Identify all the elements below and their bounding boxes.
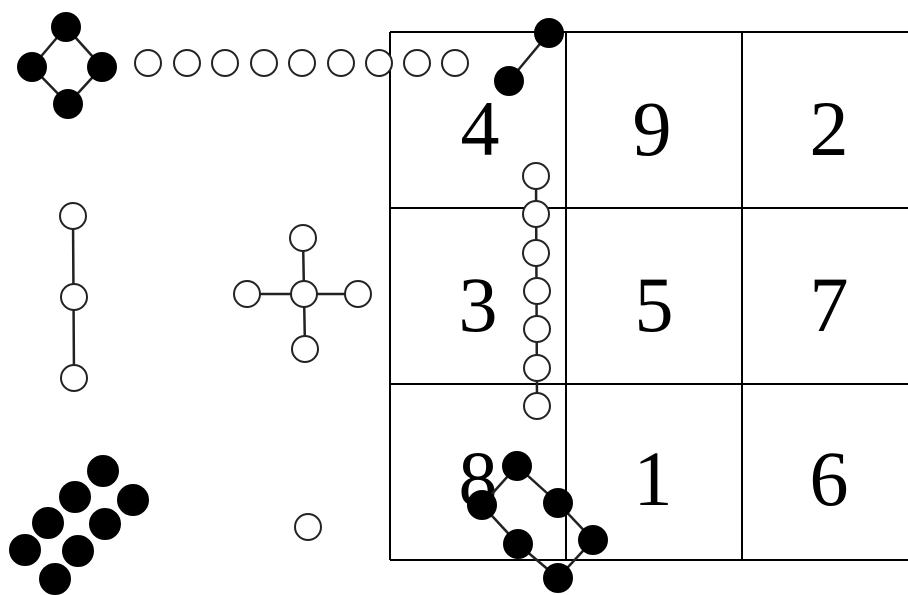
filled-dot (468, 491, 496, 519)
filled-dot (504, 530, 532, 558)
filled-dot (52, 13, 80, 41)
filled-dot (88, 456, 118, 486)
open-dot (251, 50, 277, 76)
open-dot (290, 225, 316, 251)
open-dot (135, 50, 161, 76)
cell-r1-c3: 2 (810, 85, 849, 172)
dot-group-open-vertical-3 (60, 203, 87, 391)
filled-dot (90, 509, 120, 539)
filled-dot (33, 508, 63, 538)
filled-dot (503, 452, 531, 480)
cell-r1-c2: 9 (633, 85, 672, 172)
filled-dot (18, 53, 46, 81)
dot-group-filled-diamond-4 (18, 13, 116, 118)
open-dot (523, 201, 549, 227)
open-dot (328, 50, 354, 76)
open-dot (234, 281, 260, 307)
filled-dot (88, 53, 116, 81)
open-dot (523, 240, 549, 266)
cell-r3-c2: 1 (634, 435, 673, 522)
filled-dot (535, 19, 563, 47)
filled-dot (118, 485, 148, 515)
filled-dot (544, 489, 572, 517)
dot-group-filled-pair-2 (495, 19, 563, 95)
filled-dot (544, 564, 572, 592)
dot-group-filled-block-8 (10, 456, 148, 594)
open-dot (524, 316, 550, 342)
open-dot (523, 163, 549, 189)
open-dot (345, 281, 371, 307)
cell-r3-c3: 6 (810, 435, 849, 522)
open-dot (61, 284, 87, 310)
open-dot (524, 393, 550, 419)
open-dot (292, 336, 318, 362)
open-dot (295, 514, 321, 540)
open-dot (404, 50, 430, 76)
open-dot (212, 50, 238, 76)
filled-dot (63, 536, 93, 566)
dot-group-open-cross-5 (234, 225, 371, 362)
open-dot (524, 355, 550, 381)
open-dot (442, 50, 468, 76)
open-dot (61, 365, 87, 391)
cell-r1-c1: 4 (461, 85, 500, 172)
filled-dot (10, 535, 40, 565)
filled-dot (54, 90, 82, 118)
dot-group-open-column-7 (523, 163, 550, 419)
filled-dot (579, 526, 607, 554)
open-dot (60, 203, 86, 229)
dot-group-open-single-1 (295, 514, 321, 540)
open-dot (366, 50, 392, 76)
open-dot (289, 50, 315, 76)
open-dot (291, 281, 317, 307)
dot-group-open-chain-9 (135, 50, 468, 76)
cell-r2-c2: 5 (635, 261, 674, 348)
filled-dot (40, 564, 70, 594)
open-dot (174, 50, 200, 76)
filled-dot (60, 482, 90, 512)
cell-r2-c1: 3 (459, 261, 498, 348)
filled-dot (495, 67, 523, 95)
open-dot (524, 278, 550, 304)
cell-r2-c3: 7 (810, 261, 849, 348)
